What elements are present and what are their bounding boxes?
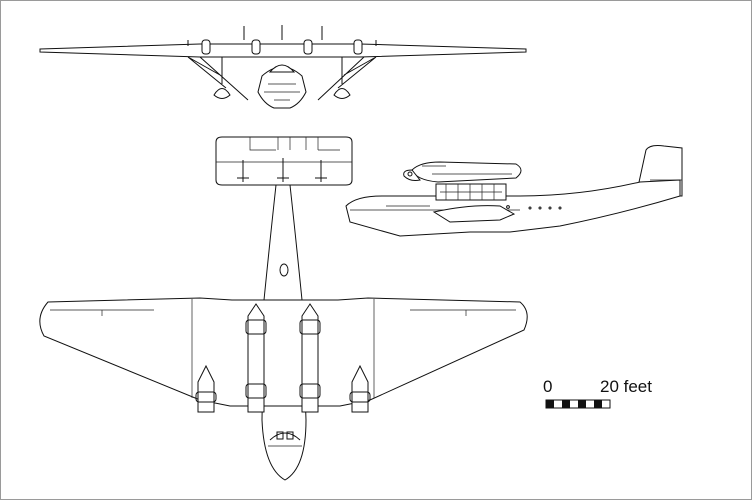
top-view (39, 136, 528, 481)
side-view-sponson (432, 205, 516, 223)
scale-end-label: 20 feet (600, 377, 652, 396)
scale-bar: 0 20 feet (543, 377, 652, 409)
front-view-right-float (333, 88, 351, 99)
top-view-cockpit (268, 431, 302, 447)
scale-start-label: 0 (543, 377, 552, 396)
front-view-left-float (213, 88, 231, 99)
side-view-wing (411, 161, 522, 183)
front-view-engines (187, 25, 377, 55)
front-view-struts (187, 56, 377, 101)
front-view-wing (39, 43, 527, 58)
top-view-wing (39, 297, 528, 407)
top-view-nacelles (195, 303, 371, 413)
front-view-hull (257, 66, 307, 109)
front-view (39, 25, 527, 109)
side-view-hull (345, 179, 681, 237)
side-view-portholes (506, 205, 562, 210)
front-view-cockpit (268, 64, 296, 73)
side-view (345, 145, 683, 237)
